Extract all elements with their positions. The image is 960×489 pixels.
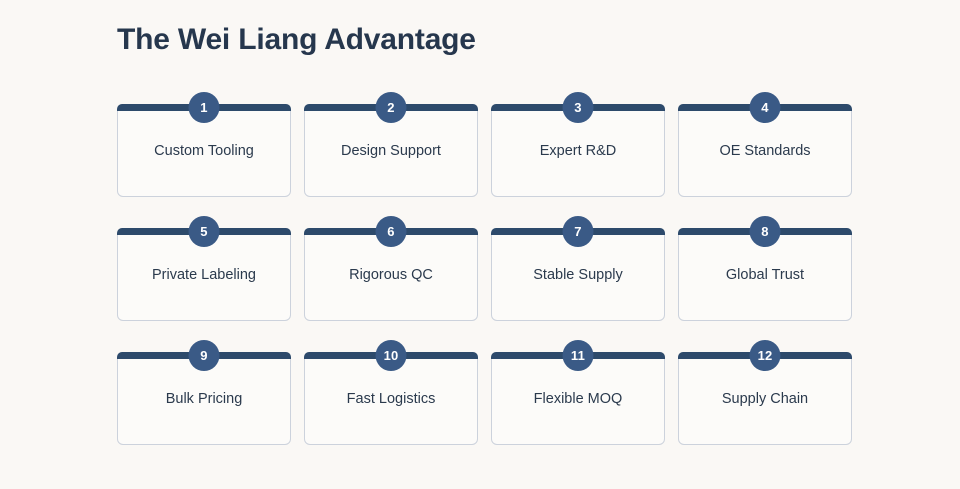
card-number-badge: 11 — [562, 340, 594, 371]
card-number-badge: 10 — [375, 340, 407, 371]
card-label: Private Labeling — [152, 267, 256, 283]
card-number-badge: 3 — [562, 92, 594, 123]
card-number-badge: 8 — [749, 216, 781, 247]
card-label: Design Support — [341, 143, 441, 159]
card-label: Rigorous QC — [349, 267, 433, 283]
card-number-badge: 7 — [562, 216, 594, 247]
card-label: Global Trust — [725, 267, 805, 283]
card-label: Fast Logistics — [346, 391, 436, 407]
card-label: Expert R&D — [539, 143, 617, 159]
card-label: Supply Chain — [721, 391, 809, 407]
card-number-badge: 2 — [375, 92, 407, 123]
card-number-badge: 4 — [749, 92, 781, 123]
advantage-card[interactable]: 4 OE Standards — [678, 92, 852, 197]
card-label: Bulk Pricing — [165, 391, 243, 407]
card-label: Flexible MOQ — [533, 391, 623, 407]
card-number-badge: 6 — [375, 216, 407, 247]
card-number-badge: 9 — [188, 340, 220, 371]
card-label: Stable Supply — [533, 267, 623, 283]
card-number-badge: 1 — [188, 92, 220, 123]
card-number-badge: 5 — [188, 216, 220, 247]
card-label: OE Standards — [719, 143, 811, 159]
card-label: Custom Tooling — [154, 143, 254, 159]
card-number-badge: 12 — [749, 340, 781, 371]
page-title: The Wei Liang Advantage — [117, 23, 476, 56]
